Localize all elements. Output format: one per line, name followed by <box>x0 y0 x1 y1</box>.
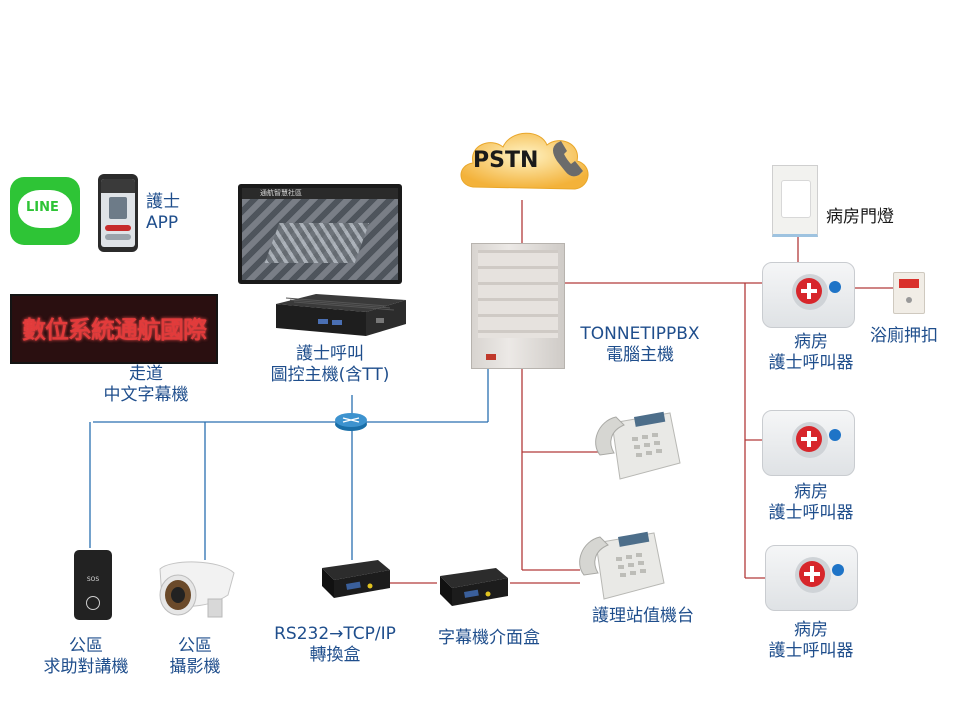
phone-handset-icon <box>553 141 583 177</box>
call-cross-icon <box>796 278 822 304</box>
nurse-app-label-line2: APP <box>146 213 179 233</box>
pbx-cabinet <box>471 243 565 369</box>
controller-label: 護士呼叫 圖控主機(含TT) <box>252 344 408 386</box>
sos-intercom-label: 公區 求助對講機 <box>24 636 148 678</box>
ward-caller-label-line1: 病房 <box>794 620 828 640</box>
controller-label-line1: 護士呼叫 <box>296 344 364 364</box>
ward-caller-label-line1: 病房 <box>794 332 828 352</box>
marquee-interface-box-icon <box>436 566 510 610</box>
camera-label-line1: 公區 <box>178 636 212 656</box>
controller-box-icon <box>266 292 406 340</box>
nurse-app-label-line1: 護士 <box>146 192 180 212</box>
rs232-label: RS232→TCP/IP 轉換盒 <box>262 624 408 666</box>
call-cross-icon <box>799 561 825 587</box>
sos-intercom-label-line2: 求助對講機 <box>43 657 129 677</box>
pbx-label: TONNETIPPBX 電腦主機 <box>566 324 714 366</box>
nurse-app-label: 護士 APP <box>146 192 180 234</box>
ward-caller-label-line2: 護士呼叫器 <box>768 641 854 661</box>
sos-intercom-label-line1: 公區 <box>69 636 103 656</box>
smartphone-icon <box>98 174 138 252</box>
rs232-label-line1: RS232→TCP/IP <box>274 624 396 644</box>
security-camera-icon <box>150 555 240 623</box>
marquee-label-line2: 中文字幕機 <box>103 385 189 405</box>
ward-caller-label-line2: 護士呼叫器 <box>768 353 854 373</box>
marquee-text: 數位系統通航國際 <box>22 316 207 344</box>
camera-label-line2: 攝影機 <box>169 657 221 677</box>
led-marquee-display: 數位系統通航國際 <box>10 294 218 364</box>
pbx-label-line1: TONNETIPPBX <box>580 324 700 344</box>
ward-caller-label-1: 病房 護士呼叫器 <box>752 332 870 374</box>
marquee-label-line1: 走道 <box>129 364 163 384</box>
pstn-label: PSTN <box>473 148 539 173</box>
rs232-converter-icon <box>318 558 392 602</box>
ward-caller-label-line1: 病房 <box>794 482 828 502</box>
bath-button-icon <box>893 272 925 314</box>
pbx-label-line2: 電腦主機 <box>606 345 674 365</box>
controller-label-line2: 圖控主機(含TT) <box>270 365 390 385</box>
ward-caller-label-line2: 護士呼叫器 <box>768 503 854 523</box>
line-logo-text: LINE <box>26 200 59 215</box>
sos-intercom-icon: SOS <box>74 550 112 620</box>
monitor-header-text: 通航智慧社區 <box>242 188 398 199</box>
station-phone-label: 護理站值機台 <box>592 606 694 626</box>
router-icon <box>333 410 369 432</box>
call-cross-icon <box>796 426 822 452</box>
door-light-label: 病房門燈 <box>826 207 894 227</box>
bath-button-label: 浴廁押扣 <box>870 326 938 346</box>
marquee-box-label: 字幕機介面盒 <box>438 628 540 648</box>
desk-phone-icon <box>590 403 682 481</box>
pstn-cloud: PSTN <box>455 125 595 205</box>
desk-phone-icon <box>574 523 666 601</box>
monitor-screen: 通航智慧社區 <box>238 184 402 284</box>
camera-label: 公區 攝影機 <box>150 636 240 678</box>
cloud-icon <box>460 132 589 190</box>
door-light-icon <box>772 165 818 237</box>
sos-badge: SOS <box>86 576 100 583</box>
pbx-power-led <box>486 354 496 360</box>
line-app-icon: LINE <box>10 177 80 245</box>
marquee-label: 走道 中文字幕機 <box>86 364 206 406</box>
rs232-label-line2: 轉換盒 <box>309 645 361 665</box>
ward-caller-label-3: 病房 護士呼叫器 <box>752 620 870 662</box>
ward-caller-label-2: 病房 護士呼叫器 <box>752 482 870 524</box>
